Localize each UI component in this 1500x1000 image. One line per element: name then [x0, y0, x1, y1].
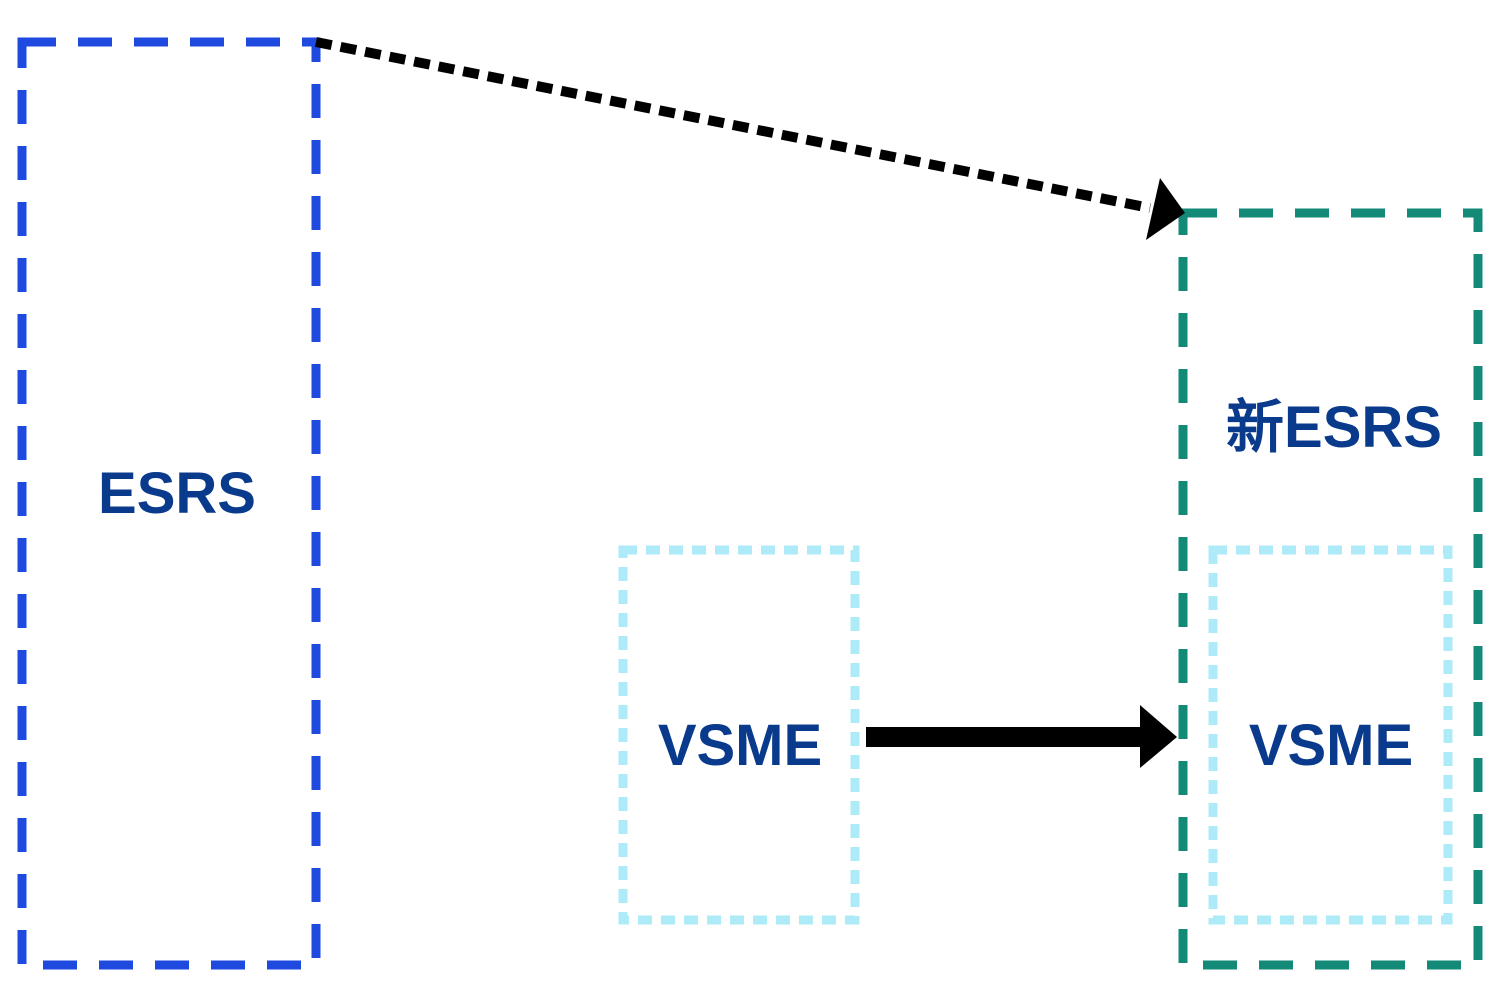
vsme-left-label: VSME [658, 713, 822, 778]
arrowhead-dotted-icon [1146, 178, 1185, 240]
vsme-right-label: VSME [1249, 713, 1413, 778]
new-esrs-box [1178, 208, 1483, 970]
new-esrs-label: 新ESRS [1226, 395, 1442, 460]
esrs-box [17, 37, 321, 970]
vsme-left-box [618, 545, 860, 925]
dotted-arrow-esrs-to-new-esrs [315, 37, 1151, 213]
arrowhead-solid-icon [1140, 705, 1177, 768]
esrs-label: ESRS [98, 461, 256, 526]
vsme-right-box [1208, 545, 1453, 925]
